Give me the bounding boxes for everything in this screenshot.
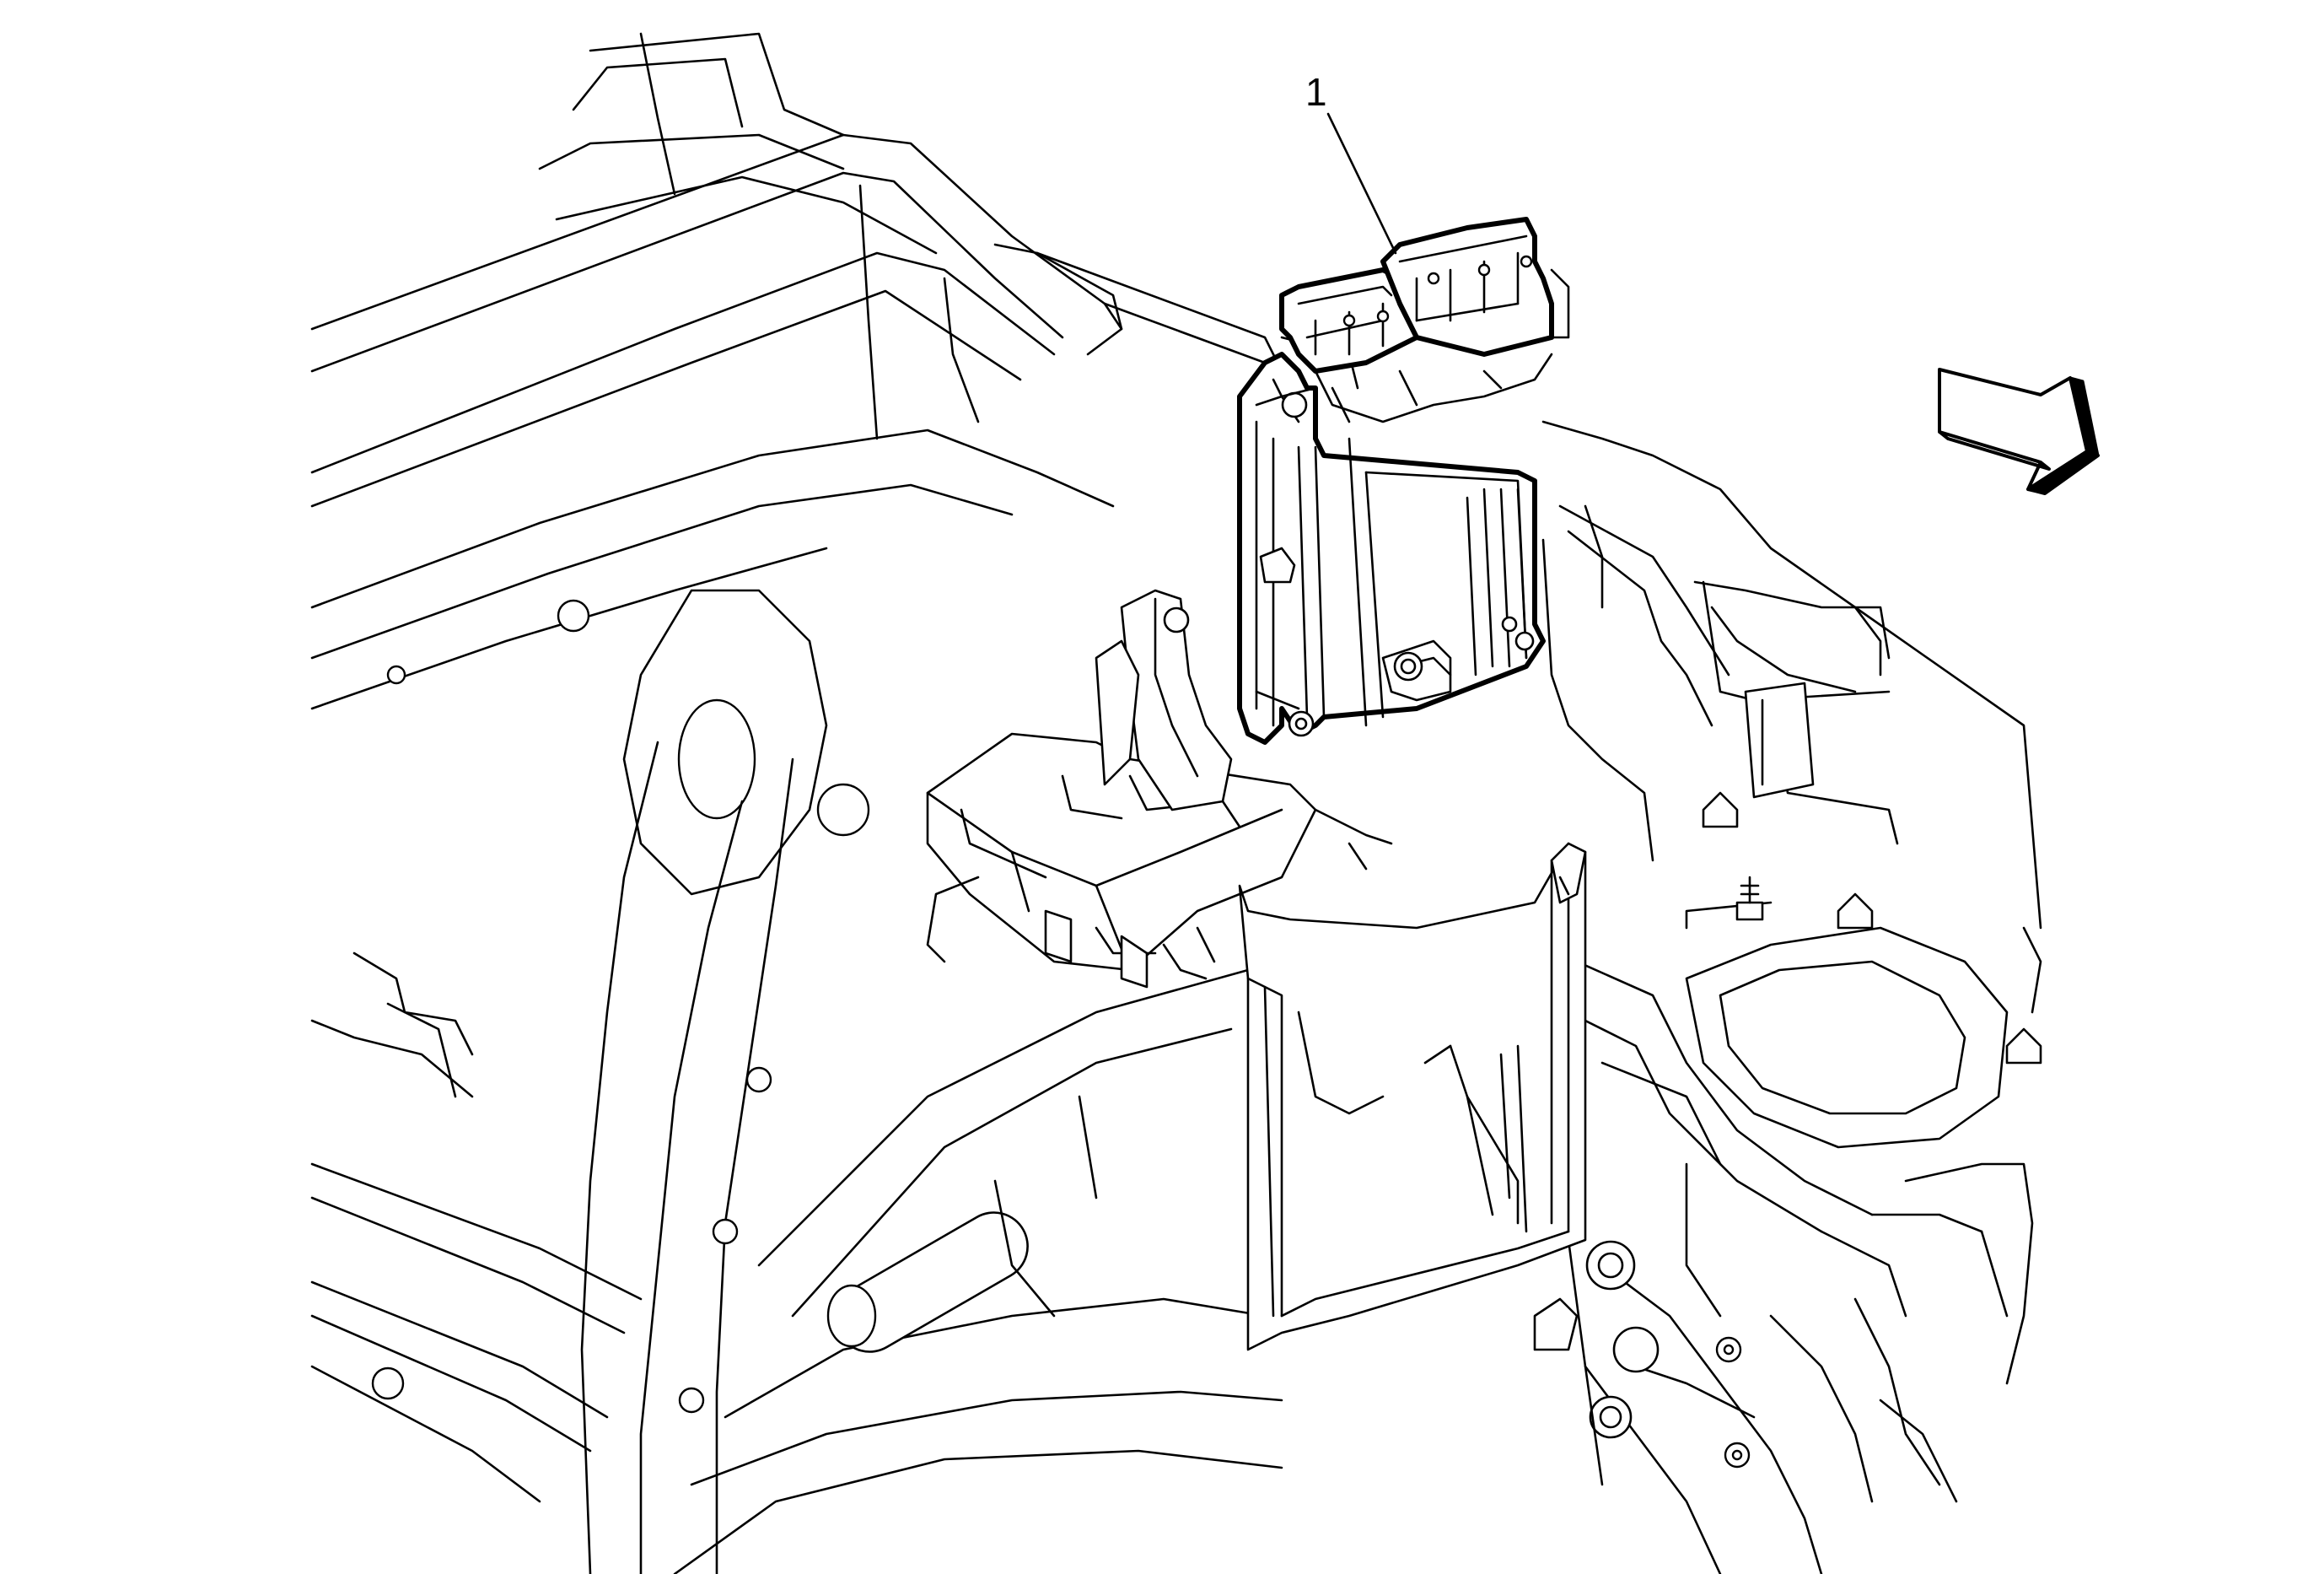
ecm-mounting-bracket — [926, 589, 1587, 1351]
callout-leader-line — [1326, 112, 1397, 255]
front-direction-arrow-icon — [1938, 368, 2100, 495]
callout-number-1: 1 — [1305, 70, 1327, 114]
engine-control-module — [1237, 217, 1570, 745]
callout-1: 1 — [1305, 70, 1397, 255]
